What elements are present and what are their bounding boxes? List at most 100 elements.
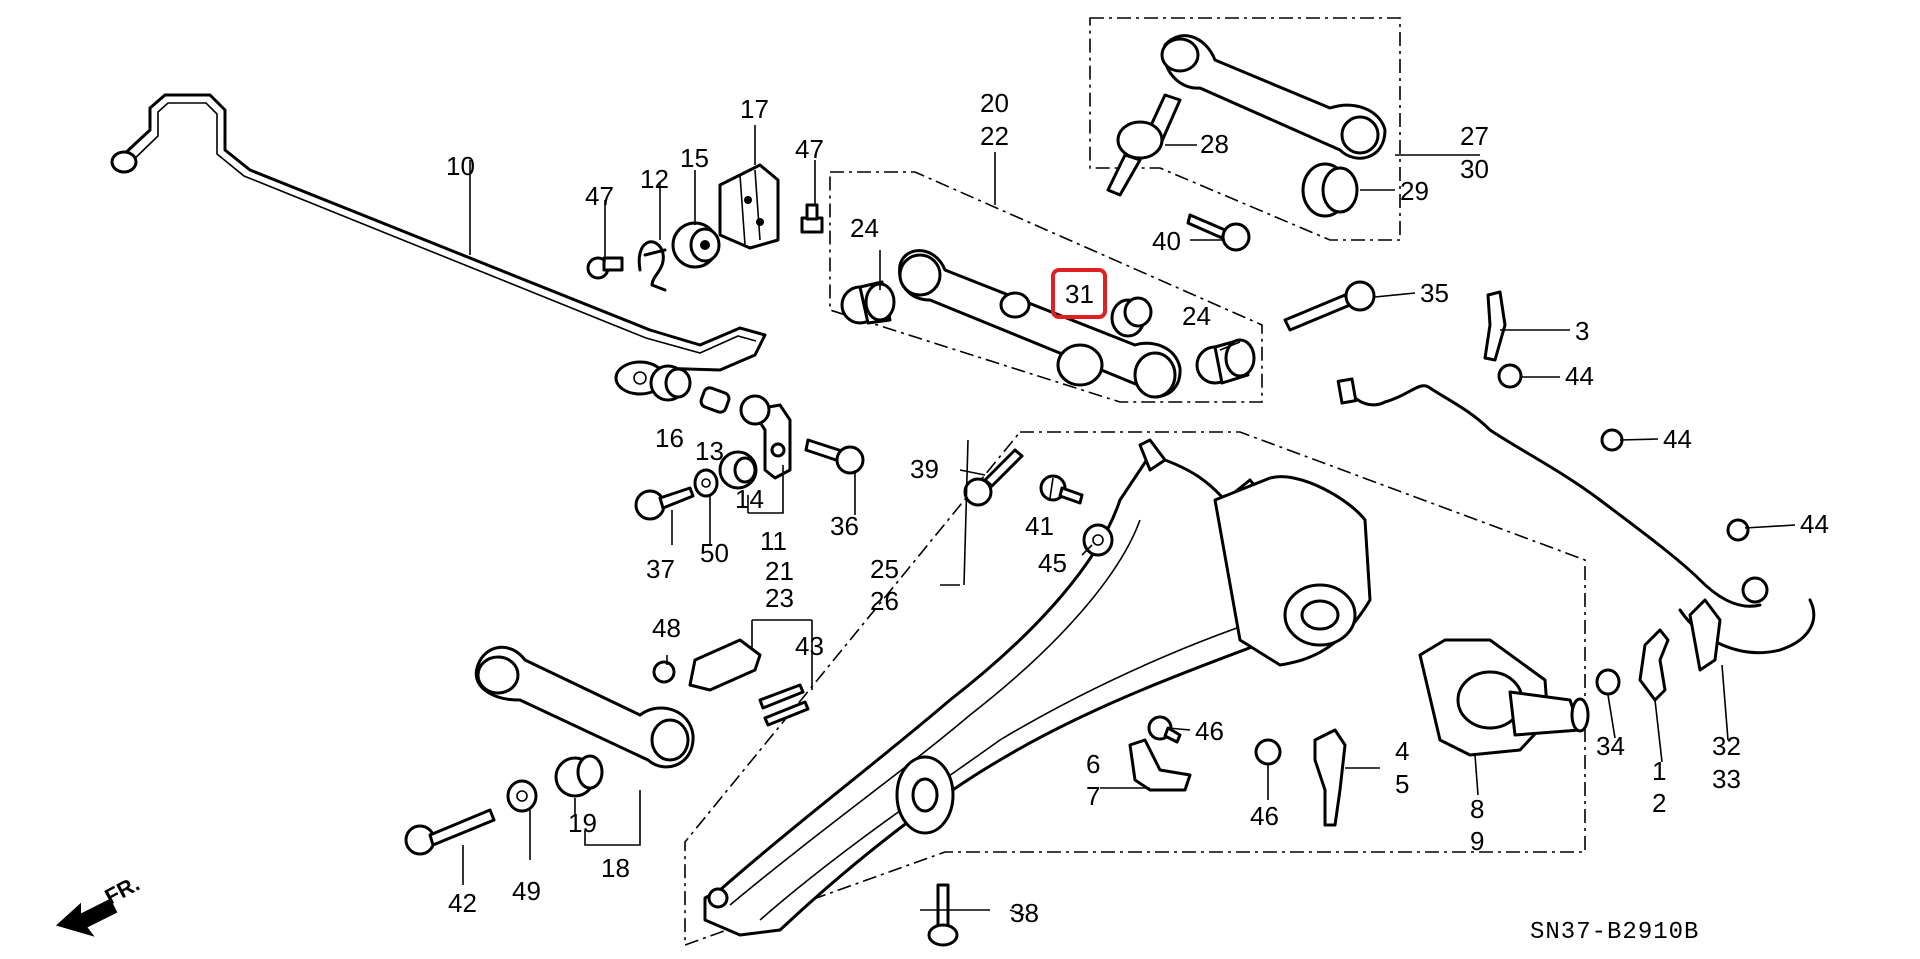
highlight-box-31 [1051,268,1107,319]
label-31[interactable]: 31 [1065,279,1094,309]
label-9[interactable]: 9 [1470,826,1484,856]
lower-arm-20 [898,249,1182,399]
label-16[interactable]: 16 [655,423,684,453]
group-outline-25-26 [684,431,1586,947]
label-22[interactable]: 22 [980,121,1009,151]
label-2[interactable]: 2 [1652,788,1666,818]
label-26[interactable]: 26 [870,586,899,616]
abs-sensor-cable [1336,377,1816,672]
bolt-47-left [586,256,624,280]
label-1[interactable]: 1 [1652,756,1666,786]
label-37[interactable]: 37 [646,554,675,584]
bracket-1 [1638,628,1670,702]
bolt-46-lower [1254,738,1282,766]
label-35[interactable]: 35 [1420,278,1449,308]
washer-50 [693,468,719,498]
label-47-right[interactable]: 47 [795,134,824,164]
arrow-left-icon [56,898,118,937]
label-39[interactable]: 39 [910,454,939,484]
label-29[interactable]: 29 [1400,176,1429,206]
label-36[interactable]: 36 [830,511,859,541]
label-18[interactable]: 18 [601,853,630,883]
label-33[interactable]: 33 [1712,764,1741,794]
label-13[interactable]: 13 [695,436,724,466]
leader-lines [462,125,1796,916]
bracket-17 [718,163,780,250]
hub-8 [1418,638,1590,757]
label-43[interactable]: 43 [795,631,824,661]
label-45[interactable]: 45 [1038,548,1067,578]
label-28[interactable]: 28 [1200,129,1229,159]
bushing-24-left [840,280,896,325]
label-24-left[interactable]: 24 [850,213,879,243]
label-7[interactable]: 7 [1086,781,1100,811]
bushing-16 [649,364,692,402]
bolt-44-low [1726,518,1750,542]
bushing-28 [1106,93,1182,197]
bushing-14 [718,450,758,490]
label-32[interactable]: 32 [1712,731,1741,761]
label-42[interactable]: 42 [448,888,477,918]
bolts-43 [758,683,810,727]
label-4[interactable]: 4 [1395,736,1409,766]
bolt-40 [1186,213,1251,252]
stabilizer-bushing-15 [671,221,721,269]
label-17[interactable]: 17 [740,94,769,124]
bracket-6 [1128,738,1192,792]
label-10[interactable]: 10 [446,151,475,181]
bushing-31 [1110,296,1153,338]
label-30[interactable]: 30 [1460,154,1489,184]
label-50[interactable]: 50 [700,538,729,568]
label-21[interactable]: 21 [765,556,794,586]
bolt-34 [1595,668,1621,696]
bolt-42 [404,808,496,856]
label-24-right[interactable]: 24 [1182,301,1211,331]
label-12[interactable]: 12 [640,164,669,194]
bracket-3 [1483,290,1507,362]
bushing-19 [554,754,604,798]
label-15[interactable]: 15 [680,143,709,173]
label-47-left[interactable]: 47 [585,181,614,211]
label-38[interactable]: 38 [1010,898,1039,928]
bolt-46-upper [1147,715,1182,744]
label-20[interactable]: 20 [980,88,1009,118]
label-14[interactable]: 14 [735,484,764,514]
label-8[interactable]: 8 [1470,794,1484,824]
upper-arm-27 [1160,34,1387,160]
bracket-4 [1313,728,1347,827]
bolt-39 [963,448,1024,507]
group-outline-20-22 [829,171,1263,403]
label-41[interactable]: 41 [1025,511,1054,541]
bolt-47-right [800,203,824,234]
label-48[interactable]: 48 [652,613,681,643]
label-40[interactable]: 40 [1152,226,1181,256]
label-44-top[interactable]: 44 [1565,361,1594,391]
label-27[interactable]: 27 [1460,121,1489,151]
label-34[interactable]: 34 [1596,731,1625,761]
label-11[interactable]: 11 [760,526,787,556]
group-outline-27-30 [1089,17,1401,241]
label-25[interactable]: 25 [870,554,899,584]
bolt-37 [634,486,695,521]
bolt-38 [927,883,959,947]
diagram-code: SN37-B2910B [1530,919,1699,946]
label-44-mid[interactable]: 44 [1663,424,1692,454]
bolt-41 [1039,474,1084,505]
collar-13 [699,386,731,414]
bracket-12 [637,240,667,292]
bushing-24-right [1195,338,1256,385]
trailing-arm [703,438,1372,937]
bushing-14-upper [739,394,771,426]
stabilizer-bar [110,93,767,396]
label-19[interactable]: 19 [568,808,597,838]
label-6[interactable]: 6 [1086,749,1100,779]
label-46-lower[interactable]: 46 [1250,801,1279,831]
label-44-low[interactable]: 44 [1800,509,1829,539]
bolt-44-top [1497,363,1523,389]
label-46-upper[interactable]: 46 [1195,716,1224,746]
label-23[interactable]: 23 [765,583,794,613]
label-3[interactable]: 3 [1575,316,1589,346]
label-49[interactable]: 49 [512,876,541,906]
label-5[interactable]: 5 [1395,769,1409,799]
